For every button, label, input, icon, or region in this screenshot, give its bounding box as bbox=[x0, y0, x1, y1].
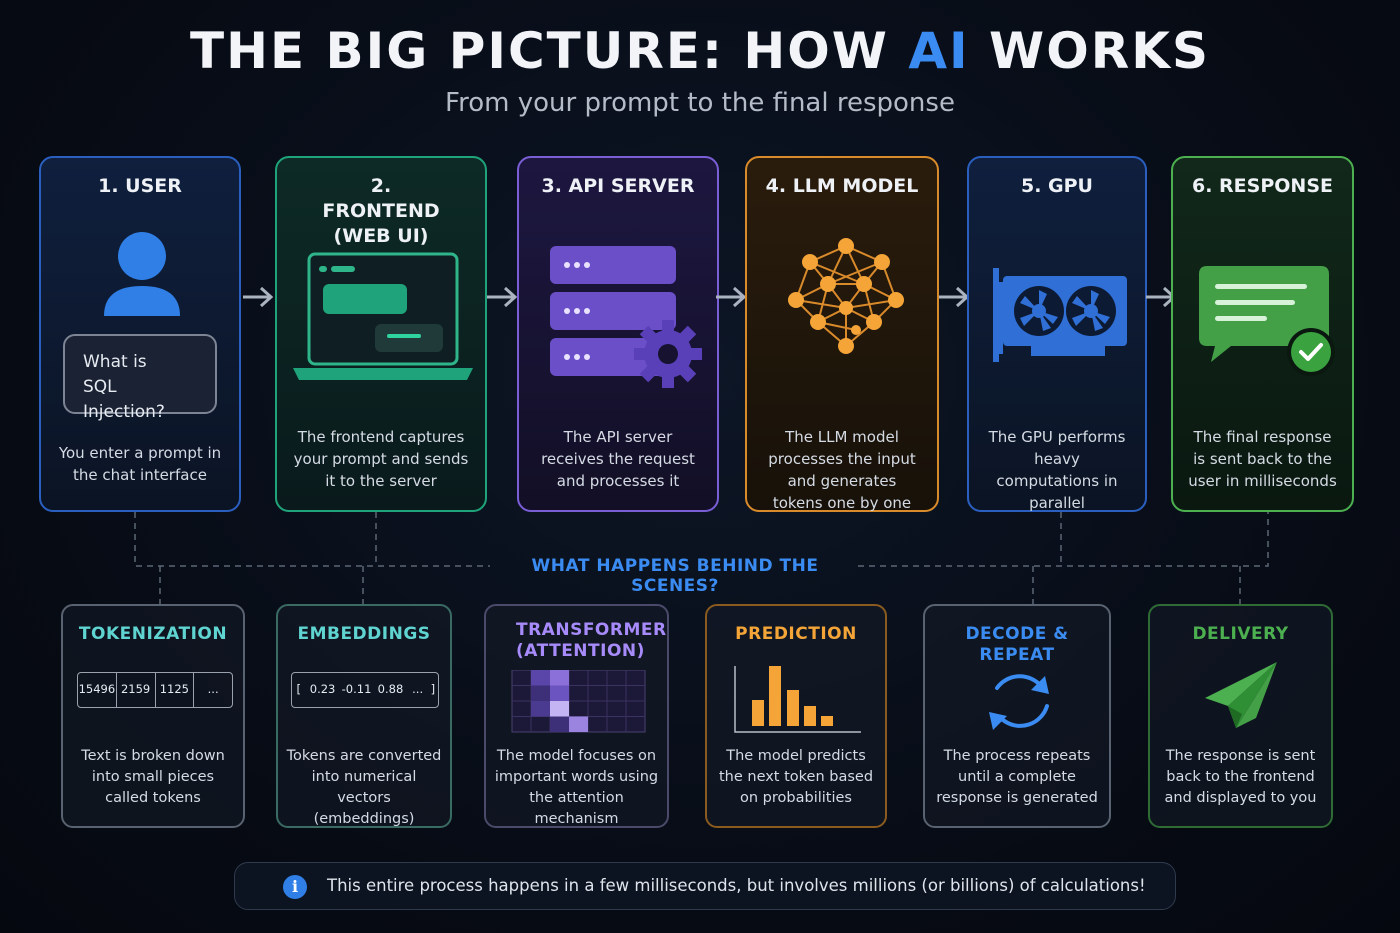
step-title: TOKENIZATION bbox=[78, 624, 228, 644]
user-icon bbox=[104, 232, 180, 316]
stage-llm-model: 4. LLM MODEL The LLM model processes the… bbox=[745, 156, 939, 512]
token-cell: ... bbox=[207, 682, 219, 696]
repeat-icon bbox=[989, 674, 1049, 730]
arrow-right-icon bbox=[716, 286, 747, 308]
token-cell: 15496 bbox=[78, 673, 117, 707]
gpu-icon bbox=[993, 268, 1127, 362]
stage-title: 4. LLM MODEL bbox=[765, 175, 919, 197]
behind-the-scenes-label: WHAT HAPPENS BEHIND THE SCENES? bbox=[531, 556, 819, 596]
prompt-bubble: What is SQL Injection? bbox=[63, 334, 217, 422]
step-prediction: PREDICTION The model predicts the next t… bbox=[705, 604, 887, 828]
chat-check-icon bbox=[1199, 266, 1335, 376]
laptop-icon bbox=[293, 252, 473, 380]
title-highlight: AI bbox=[908, 22, 970, 80]
embedding-vector: [ 0.23 -0.11 0.88 ... ] bbox=[278, 662, 450, 742]
stage-title: 3. API SERVER bbox=[541, 175, 695, 197]
stage-response: 6. RESPONSE The final response is sent b… bbox=[1171, 156, 1354, 512]
vector-bracket: [ bbox=[296, 682, 302, 696]
step-description: The model predicts the next token based … bbox=[718, 748, 874, 806]
footer-text: This entire process happens in a few mil… bbox=[327, 876, 1146, 895]
stage-gpu: 5. GPU The GPU performs heavy computatio… bbox=[967, 156, 1147, 512]
step-title: EMBEDDINGS bbox=[297, 624, 431, 644]
footer-note: i This entire process happens in a few m… bbox=[234, 862, 1176, 910]
vector-bracket: ] bbox=[430, 682, 436, 696]
vector-cell: 0.23 bbox=[309, 682, 336, 696]
step-description: Tokens are converted into numerical vect… bbox=[286, 748, 442, 827]
vector-cell: -0.11 bbox=[341, 682, 372, 696]
stage-title: 5. GPU bbox=[1020, 175, 1093, 197]
stage-user: 1. USER What is SQL Injection? You enter… bbox=[39, 156, 241, 512]
stage-description: The LLM model processes the input and ge… bbox=[768, 428, 916, 512]
info-icon: i bbox=[283, 875, 307, 899]
step-title: DELIVERY bbox=[1192, 624, 1289, 644]
stage-description: The GPU performs heavy computations in p… bbox=[988, 428, 1126, 512]
step-title: DECODE & REPEAT bbox=[965, 624, 1069, 665]
stage-frontend: 2. FRONTEND (WEB UI) The frontend captur… bbox=[275, 156, 487, 512]
stage-description: The API server receives the request and … bbox=[541, 428, 695, 490]
paper-plane-icon bbox=[1205, 662, 1277, 728]
stage-title: 1. USER bbox=[98, 175, 182, 197]
step-title: TRANSFORMER (ATTENTION) bbox=[516, 620, 667, 661]
step-description: The response is sent back to the fronten… bbox=[1164, 748, 1317, 806]
page-subtitle: From your prompt to the final response bbox=[445, 88, 955, 118]
page-title: THE BIG PICTURE: HOW AI WORKS bbox=[190, 22, 1210, 80]
step-description: The process repeats until a complete res… bbox=[936, 748, 1098, 806]
stage-title: 2. FRONTEND (WEB UI) bbox=[322, 175, 440, 247]
step-title: PREDICTION bbox=[735, 624, 857, 644]
step-transformer: TRANSFORMER (ATTENTION) The model focuse… bbox=[484, 604, 669, 828]
arrow-right-icon bbox=[487, 286, 518, 308]
vector-cell: 0.88 bbox=[377, 682, 404, 696]
token-cell: 1125 bbox=[156, 673, 195, 707]
step-embeddings: EMBEDDINGS [ 0.23 -0.11 0.88 ... ] Token… bbox=[276, 604, 452, 828]
step-decode-repeat: DECODE & REPEAT The process repeats unti… bbox=[923, 604, 1111, 828]
step-description: The model focuses on important words usi… bbox=[494, 748, 659, 827]
step-delivery: DELIVERY The response is sent back to th… bbox=[1148, 604, 1333, 828]
token-cell: 2159 bbox=[117, 673, 156, 707]
step-description: Text is broken down into small pieces ca… bbox=[81, 748, 225, 806]
stage-description: You enter a prompt in the chat interface bbox=[58, 444, 222, 484]
stage-description: The final response is sent back to the u… bbox=[1188, 428, 1337, 490]
stage-description: The frontend captures your prompt and se… bbox=[293, 428, 469, 490]
vector-cell: ... bbox=[412, 682, 424, 696]
server-icon bbox=[550, 246, 702, 388]
arrow-right-icon bbox=[243, 286, 274, 308]
neural-network-icon bbox=[788, 238, 904, 354]
bar-chart-icon bbox=[734, 666, 861, 733]
stage-api-server: 3. API SERVER The API server receives th… bbox=[517, 156, 719, 512]
attention-grid-icon bbox=[511, 670, 646, 733]
token-ids: 15496 2159 1125 ... bbox=[63, 662, 243, 742]
step-tokenization: TOKENIZATION 15496 2159 1125 ... Text is… bbox=[61, 604, 245, 828]
stage-title: 6. RESPONSE bbox=[1192, 175, 1333, 197]
connector-lines bbox=[134, 512, 1269, 604]
